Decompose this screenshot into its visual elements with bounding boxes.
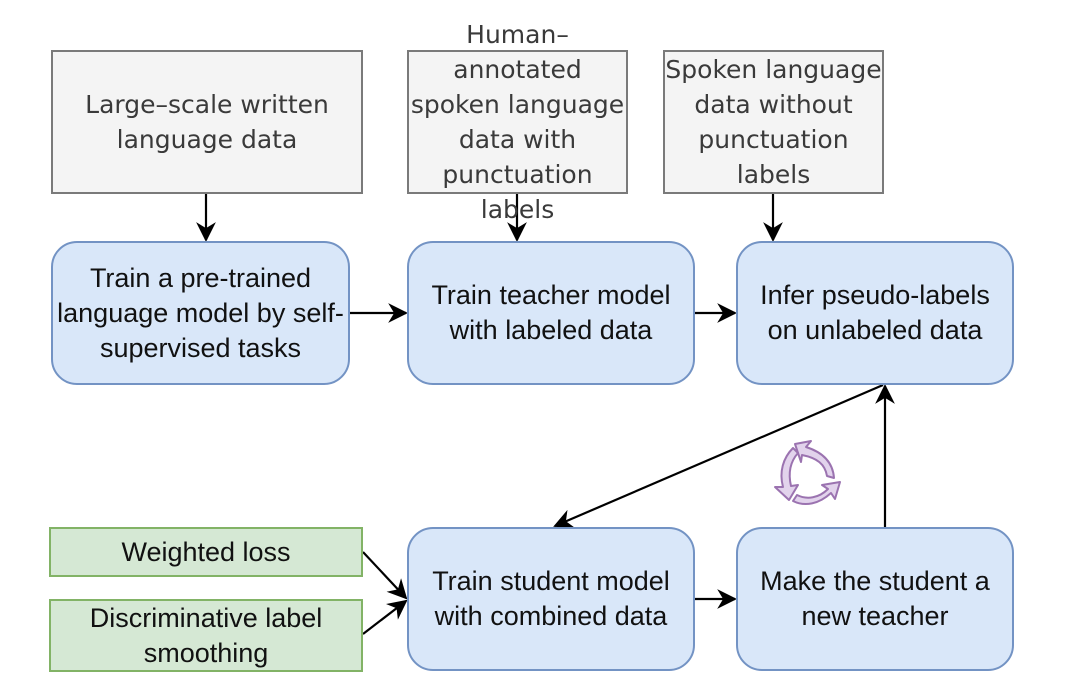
data-source-written-label: Large–scale written language data (85, 90, 329, 154)
technique-weighted-loss-label: Weighted loss (121, 536, 291, 567)
arrow-infer-to-student (553, 383, 884, 529)
arrow-weighted-loss-to-student (362, 551, 408, 600)
step-student-to-teacher: Make the student a new teacher (736, 527, 1014, 671)
data-source-unlabeled-spoken: Spoken language data without punctuation… (663, 50, 884, 194)
step-pretrain-label: Train a pre-trained language model by se… (57, 262, 344, 363)
data-source-annotated-spoken-label: Human–annotated spoken language data wit… (410, 20, 625, 224)
step-infer-pseudo-labels-label: Infer pseudo-labels on unlabeled data (760, 280, 990, 345)
step-train-student-label: Train student model with combined data (432, 566, 670, 631)
step-train-student: Train student model with combined data (407, 527, 695, 671)
data-source-written: Large–scale written language data (51, 50, 363, 194)
step-student-to-teacher-label: Make the student a new teacher (760, 566, 990, 631)
technique-label-smoothing-label: Discriminative label smoothing (89, 602, 323, 668)
step-train-teacher-label: Train teacher model with labeled data (431, 280, 671, 345)
step-infer-pseudo-labels: Infer pseudo-labels on unlabeled data (736, 241, 1014, 385)
step-pretrain: Train a pre-trained language model by se… (51, 241, 350, 385)
technique-label-smoothing: Discriminative label smoothing (49, 599, 363, 672)
data-source-annotated-spoken: Human–annotated spoken language data wit… (407, 20, 628, 224)
data-source-unlabeled-spoken-label: Spoken language data without punctuation… (665, 55, 882, 189)
step-train-teacher: Train teacher model with labeled data (407, 241, 695, 385)
recycle-icon (774, 440, 841, 506)
arrow-smoothing-to-student (362, 599, 408, 635)
technique-weighted-loss: Weighted loss (49, 527, 363, 577)
